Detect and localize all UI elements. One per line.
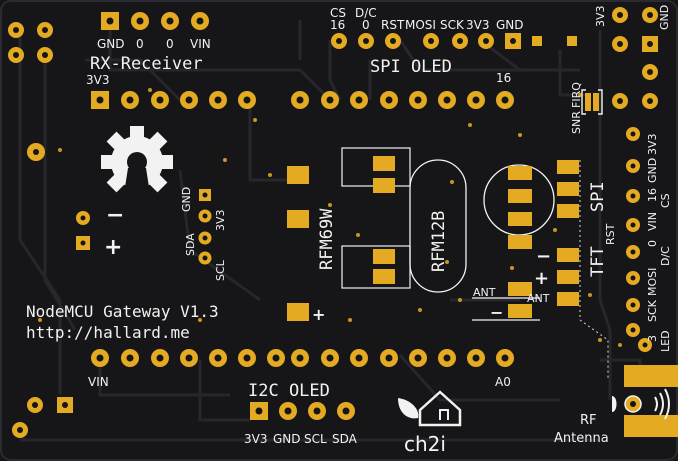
rx-pin-0a: 0 (136, 37, 144, 51)
i2c-pin-scl: SCL (304, 432, 327, 446)
i2c-pin-gnd: GND (273, 432, 301, 446)
tft-plus: + (534, 268, 549, 289)
cap-plus: + (312, 305, 325, 324)
spi-oled-header[interactable] (331, 33, 521, 49)
tft-label: TFT (588, 246, 608, 277)
rfm69w-label: RFM69W (317, 208, 337, 270)
spi-oled-pin-mosi: MOSI (405, 18, 436, 32)
board-url: http://hallard.me (26, 323, 190, 342)
rx-pin-vin: VIN (190, 37, 211, 51)
sensor-gnd: GND (180, 187, 193, 212)
tft-pin-dc: D/C (659, 246, 672, 266)
i2c-oled-header[interactable] (250, 402, 355, 420)
tft-pin-gnd: GND (646, 158, 659, 183)
board-title: NodeMCU Gateway V1.3 (26, 302, 219, 321)
sensor-header[interactable] (198, 189, 212, 265)
spi-oled-pin-3v3: 3V3 (466, 18, 489, 32)
tft-minus: − (536, 246, 551, 267)
nrf-jumper[interactable] (581, 89, 603, 115)
rail-3v3-label: 3V3 (86, 73, 109, 87)
sensor-scl: SCL (214, 259, 227, 281)
battery-connector[interactable] (76, 211, 90, 250)
rx-pin-0b: 0 (166, 37, 174, 51)
open-hardware-gear-icon (101, 126, 173, 200)
tft-spi-footprint (472, 160, 579, 321)
tft-pin-rst: RST (604, 223, 617, 245)
rf-antenna-pads[interactable] (624, 365, 678, 437)
spi-oled-pin-gnd: GND (496, 18, 524, 32)
ant-minus: − (490, 303, 503, 322)
tft-pin-0: 0 (646, 240, 659, 247)
spi-oled-title: SPI OLED (370, 57, 452, 77)
tft-header[interactable] (626, 127, 640, 337)
spi-oled-pin-0: 0 (362, 18, 370, 32)
tft-pin-sck: SCK (646, 299, 659, 322)
antenna-clip-icon (612, 396, 617, 412)
rx-receiver-title: RX-Receiver (90, 54, 203, 74)
tft-pin-cs: CS (659, 193, 672, 208)
tft-pin-mosi: MOSI (646, 268, 659, 296)
i2c-oled-title: I2C OLED (248, 381, 330, 401)
tft-pin-16: 16 (646, 188, 659, 202)
rx-receiver-header[interactable] (101, 12, 209, 30)
spi-oled-dc: D/C (355, 6, 377, 20)
battery-minus: − (106, 203, 124, 228)
ant-label-b: ANT (527, 292, 550, 305)
ch2i-logo (398, 390, 462, 427)
ch2i-logo-text: ch2i (404, 432, 446, 456)
ant-label-a: ANT (473, 286, 496, 299)
spi-oled-pin-sck: SCK (440, 18, 465, 32)
top-right-pads (532, 7, 658, 109)
i2c-pin-3v3: 3V3 (244, 432, 267, 446)
nrf-firq: FIRQ (570, 82, 583, 108)
spi-oled-pin-rst: RST (381, 18, 405, 32)
spi-label: SPI (588, 181, 608, 212)
wifi-signal-icon (654, 388, 670, 420)
battery-plus: + (104, 235, 122, 260)
tft-pin-led: LED (659, 330, 672, 352)
left-edge-pads (8, 22, 652, 438)
spi-oled-cs: CS (330, 6, 346, 20)
rfm12b-label: RFM12B (429, 211, 449, 272)
vias (38, 88, 622, 347)
rf-label: RF (580, 413, 597, 428)
tft-pin-3v3: 3V3 (646, 133, 659, 155)
sensor-sda: SDA (184, 233, 197, 256)
rail-vin-label: VIN (88, 375, 109, 389)
corner-gnd: GND (658, 5, 671, 30)
tft-pin-vin: VIN (646, 212, 659, 231)
spi-oled-pin-16: 16 (330, 18, 345, 32)
rfm12b-footprint (409, 159, 467, 293)
nodemcu-top-rail[interactable] (91, 91, 514, 109)
antenna-label: Antenna (554, 431, 609, 446)
rx-pin-gnd: GND (97, 37, 125, 51)
tft-pin-3: 3 (646, 335, 659, 342)
rail-16-label: 16 (496, 71, 511, 85)
nrf-snr: SNR (570, 111, 583, 134)
rail-a0-label: A0 (495, 375, 511, 389)
sensor-3v3: 3V3 (214, 209, 227, 231)
corner-3v3: 3V3 (594, 5, 607, 27)
nodemcu-bottom-rail[interactable] (91, 349, 514, 367)
i2c-pin-sda: SDA (332, 432, 358, 446)
